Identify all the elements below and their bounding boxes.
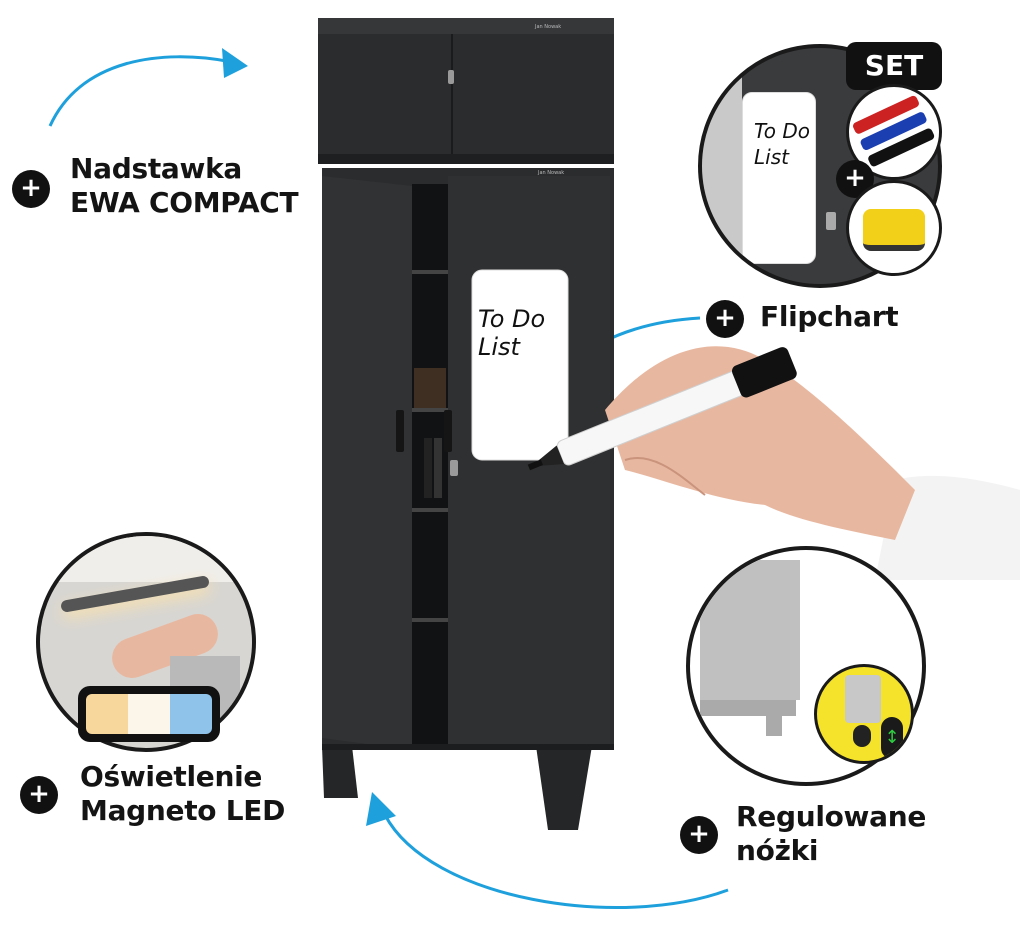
- top-extension-body: [318, 18, 614, 158]
- led-cool-swatch: [170, 694, 212, 734]
- cabinet-left-door: [322, 176, 412, 750]
- door-whiteboard: [471, 269, 569, 461]
- feet-detail-circle: ↕: [814, 664, 914, 764]
- feature-extension-line1: Nadstawka: [70, 152, 242, 185]
- door-whiteboard-text: To Do List: [478, 305, 568, 361]
- led-neutral-swatch: [128, 694, 170, 734]
- feature-led-line1: Oświetlenie: [80, 760, 263, 793]
- feature-feet-line2: nóżki: [736, 834, 819, 867]
- plus-icon: +: [20, 776, 58, 814]
- feature-feet-line1: Regulowane: [736, 800, 927, 833]
- sponge-icon: [863, 209, 925, 251]
- arrow-top-left: [48, 55, 233, 127]
- cabinet-leg-left: [322, 746, 358, 798]
- plus-icon: +: [680, 816, 718, 854]
- led-warm-swatch: [86, 694, 128, 734]
- feature-led-line2: Magneto LED: [80, 794, 286, 827]
- arrow-bottom-head: [366, 792, 396, 826]
- brand-label-main: Jan Nowak: [537, 170, 564, 176]
- feature-flipchart-label: Flipchart: [760, 300, 899, 333]
- plus-icon: +: [12, 170, 50, 208]
- feature-extension-label: Nadstawka EWA COMPACT: [70, 152, 299, 220]
- feature-feet-label: Regulowane nóżki: [736, 800, 926, 868]
- flipchart-board-text: To Do List: [754, 118, 810, 170]
- whiteboard-text-line2: List: [478, 333, 520, 361]
- flipchart-text-line1: To Do: [754, 119, 810, 143]
- sponge-circle: [846, 180, 942, 276]
- feature-led-label: Oświetlenie Magneto LED: [80, 760, 285, 828]
- arrow-top-left-head: [222, 48, 248, 78]
- lock-icon: [826, 212, 836, 230]
- plus-icon: +: [706, 300, 744, 338]
- markers-circle: [846, 84, 942, 180]
- arrow-bottom: [383, 814, 729, 909]
- led-color-selector: [78, 686, 220, 742]
- feature-extension-line2: EWA COMPACT: [70, 186, 299, 219]
- cabinet-leg-right: [536, 746, 592, 830]
- flipchart-board: [742, 92, 816, 264]
- hand-with-marker: [527, 346, 1020, 580]
- set-badge: SET: [846, 42, 942, 90]
- height-adjust-icon: ↕: [881, 717, 903, 759]
- whiteboard-text-line1: To Do: [478, 305, 546, 333]
- brand-label-top: Jan Nowak: [534, 24, 561, 30]
- flipchart-text-line2: List: [754, 145, 789, 169]
- cabinet-illustration: Jan Nowak Jan Nowak: [318, 18, 614, 830]
